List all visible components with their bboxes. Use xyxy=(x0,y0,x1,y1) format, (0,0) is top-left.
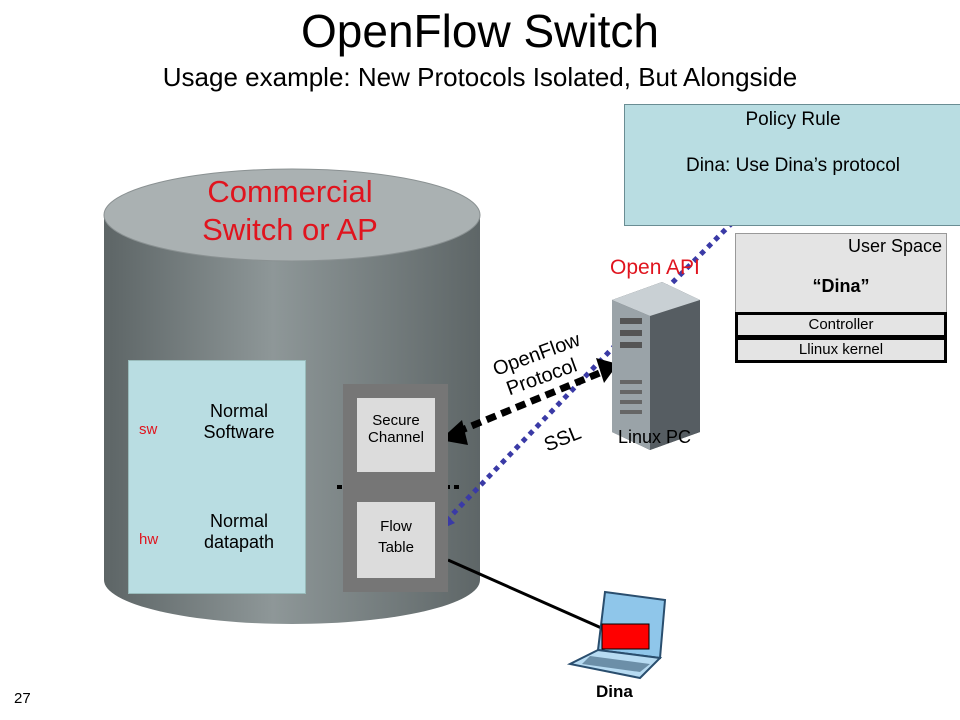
flow-table-line2: Table xyxy=(378,539,414,556)
dina-client-label: Dina xyxy=(596,682,633,701)
user-space-box: User Space “Dina” xyxy=(735,233,947,313)
slide-title: OpenFlow Switch xyxy=(301,5,659,57)
flow-table-line1: Flow xyxy=(380,518,412,535)
user-space-label: User Space xyxy=(847,236,942,256)
policy-rule-text: Dina: Use Dina’s protocol xyxy=(685,155,901,176)
openflow-arrow-line xyxy=(455,368,604,436)
normal-software-datapath-box: sw Normal Software hw Normal datapath xyxy=(128,360,306,594)
sw-tag: sw xyxy=(139,421,158,438)
page-number: 27 xyxy=(14,690,31,707)
policy-rule-title: Policy Rule xyxy=(745,109,841,130)
laptop-icon xyxy=(566,590,667,680)
switch-label-line1: Commercial xyxy=(207,174,373,209)
normal-datapath-line1: Normal xyxy=(209,511,268,531)
normal-software-line1: Normal xyxy=(209,401,268,421)
server-icon xyxy=(612,282,700,450)
switch-label-line2: Switch or AP xyxy=(202,212,378,247)
normal-software-line2: Software xyxy=(203,422,275,442)
switch-label: Commercial Switch or AP xyxy=(160,173,420,249)
cable-to-laptop xyxy=(447,558,607,632)
secure-channel-line2: Channel xyxy=(368,429,424,446)
flow-table-box: Flow Table xyxy=(357,502,435,578)
linux-pc-label: Linux PC xyxy=(618,427,692,447)
dina-app-label: “Dina” xyxy=(812,276,870,296)
slide-subtitle: Usage example: New Protocols Isolated, B… xyxy=(162,62,798,92)
kernel-box: Llinux kernel xyxy=(735,337,947,363)
normal-datapath-line2: datapath xyxy=(203,532,275,552)
hw-tag: hw xyxy=(139,531,159,548)
secure-channel-line1: Secure xyxy=(372,412,420,429)
secure-channel-box: Secure Channel xyxy=(357,398,435,472)
open-api-label: Open API xyxy=(610,256,700,279)
policy-rule-box: Policy Rule Dina: Use Dina’s protocol xyxy=(624,104,960,226)
openflow-module: Secure Channel Flow Table xyxy=(343,384,448,592)
controller-box: Controller xyxy=(735,312,947,338)
normal-datapath-label: Normal datapath xyxy=(179,511,299,553)
policy-path-upper xyxy=(658,178,777,297)
normal-software-label: Normal Software xyxy=(179,401,299,443)
